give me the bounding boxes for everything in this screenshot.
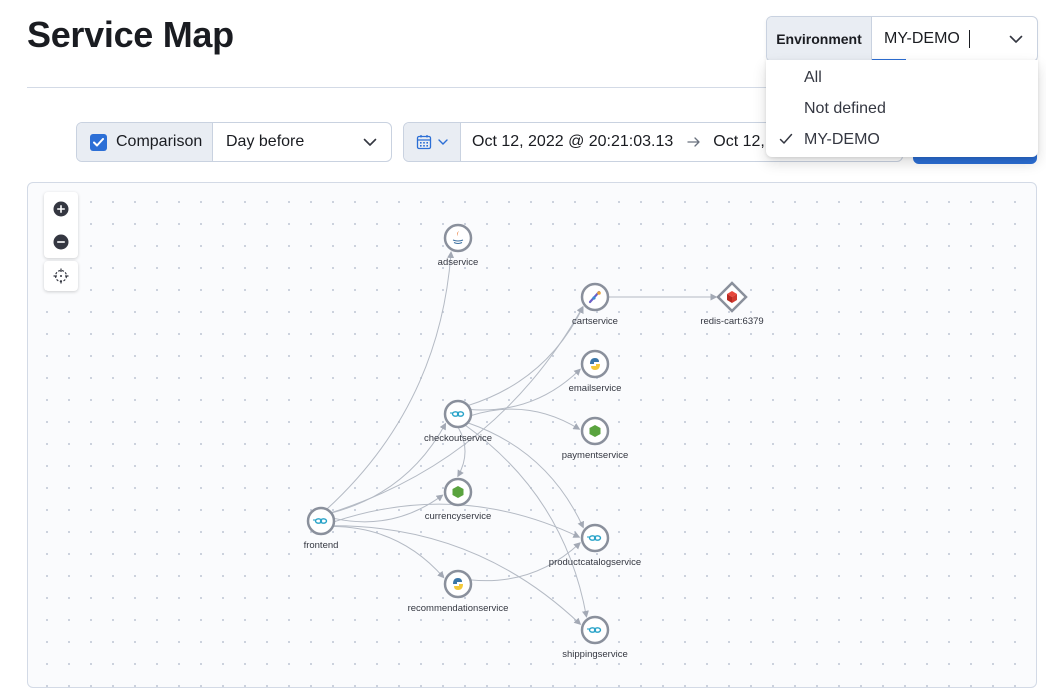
environment-option-all[interactable]: All (766, 62, 1038, 93)
environment-select[interactable]: Environment MY-DEMO (766, 16, 1038, 62)
option-label: Not defined (804, 99, 886, 117)
check-icon (93, 137, 104, 146)
service-map-canvas[interactable] (27, 182, 1037, 688)
option-label: All (804, 68, 822, 86)
environment-value: MY-DEMO (884, 30, 960, 47)
environment-label: Environment (767, 17, 872, 61)
zoom-out-button[interactable] (53, 234, 69, 250)
title-divider (27, 87, 767, 88)
chevron-down-icon[interactable] (1009, 32, 1023, 46)
arrow-right-icon (687, 136, 701, 148)
environment-option-my-demo[interactable]: MY-DEMO (766, 124, 1038, 155)
page-title: Service Map (27, 14, 234, 55)
center-map-button[interactable] (44, 261, 78, 291)
zoom-controls (44, 192, 78, 258)
date-start-text: Oct 12, 2022 @ 20:21:03.13 (472, 133, 674, 150)
comparison-control: Comparison Day before (76, 122, 392, 162)
calendar-icon (416, 135, 432, 150)
zoom-in-button[interactable] (53, 201, 69, 217)
text-cursor (968, 30, 970, 48)
environment-option-not-defined[interactable]: Not defined (766, 93, 1038, 124)
crosshair-icon (53, 268, 69, 284)
comparison-period-value: Day before (226, 133, 305, 150)
quick-select-button[interactable] (404, 123, 461, 161)
chevron-down-icon (438, 139, 448, 145)
date-start-button[interactable]: Oct 12, 2022 @ 20:21:03.13 Oct 12, 20 (472, 123, 787, 161)
environment-input[interactable]: MY-DEMO (872, 17, 1037, 61)
comparison-label: Comparison (116, 133, 203, 150)
chevron-down-icon (363, 138, 377, 146)
environment-options-list: All Not defined MY-DEMO (766, 60, 1038, 157)
check-icon (779, 133, 793, 144)
option-label: MY-DEMO (804, 130, 880, 148)
comparison-checkbox[interactable] (90, 133, 107, 151)
comparison-toggle[interactable]: Comparison (77, 123, 213, 161)
comparison-period-select[interactable]: Day before (213, 123, 391, 161)
